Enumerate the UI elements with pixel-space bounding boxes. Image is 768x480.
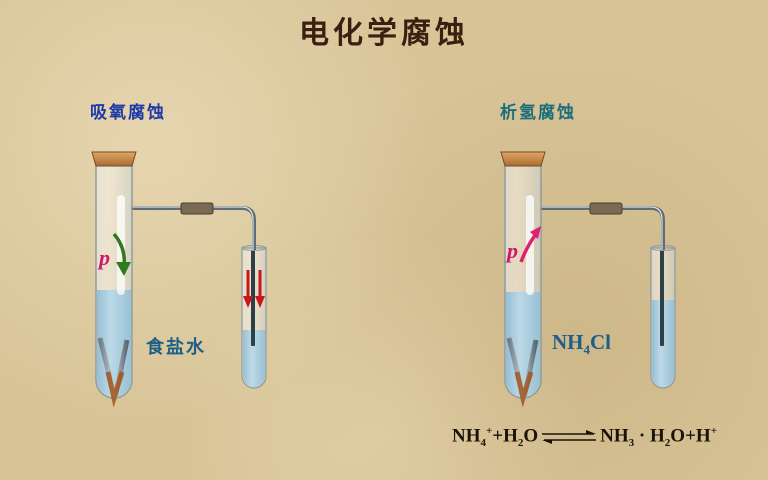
page-title: 电化学腐蚀 [299,16,469,51]
hydrogen-evolution-title: 析氢腐蚀 [500,103,576,123]
left-solution-label: 食盐水 [146,337,206,358]
right-cork-stopper [500,151,546,167]
left-cork-stopper [91,151,137,167]
equilibrium-arrow-icon [542,429,597,444]
right-pressure-arrow [519,232,538,263]
left-side-down-arrows [243,270,265,308]
right-test-tube [504,161,542,408]
left-apparatus: p [91,151,267,408]
right-rubber-connector [589,202,623,215]
left-rubber-connector [180,202,214,215]
oxygen-absorption-title: 吸氧腐蚀 [90,103,166,123]
right-solution-label: NH4Cl [552,330,611,358]
right-apparatus: p [500,151,676,408]
right-pressure-label: p [505,238,518,263]
left-side-tube [241,245,267,389]
left-test-tube [95,161,133,408]
left-pressure-label: p [97,245,110,270]
right-side-tube [650,245,676,389]
